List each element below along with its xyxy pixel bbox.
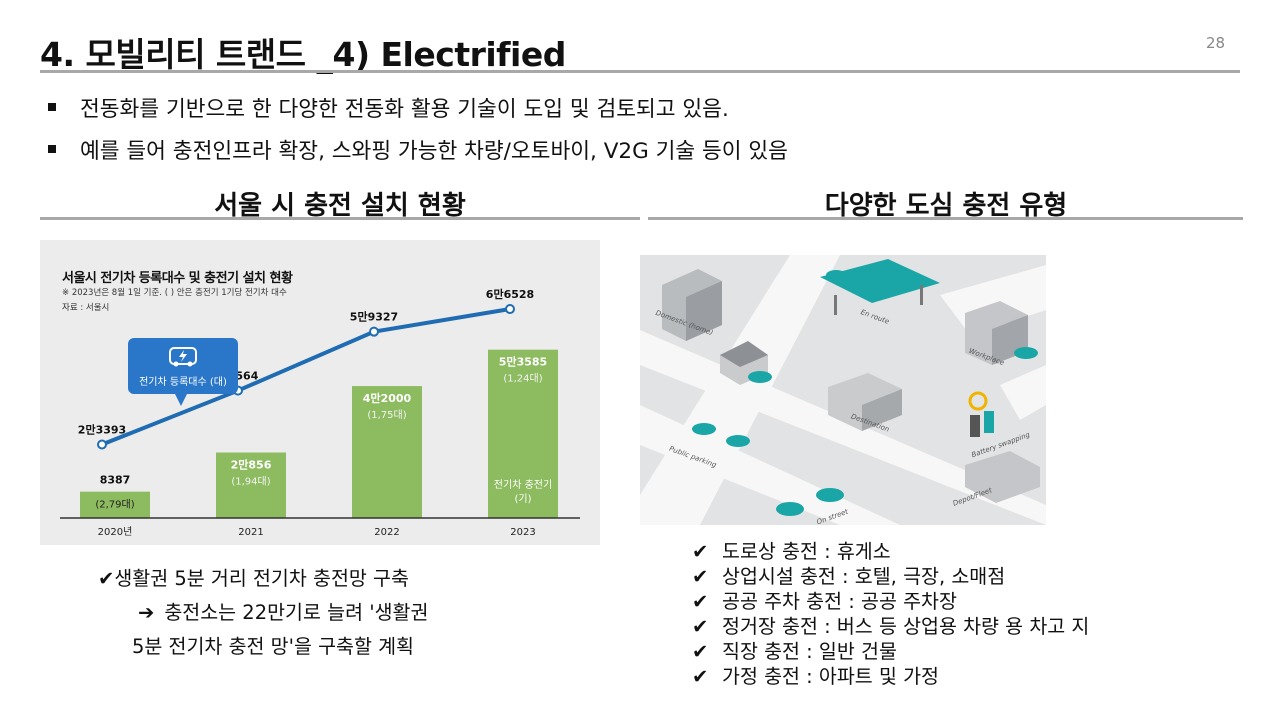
- bar-value-label: 5만3585: [499, 355, 547, 369]
- check-mark-icon: ✔: [692, 665, 709, 688]
- electric-car-icon: [169, 347, 197, 367]
- check-item-text: 정거장 충전 : 버스 등 상업용 차량 용 차고 지: [722, 615, 1090, 638]
- right-section-divider: [648, 217, 1243, 220]
- check-mark-icon: ✔: [692, 640, 709, 663]
- chart-bar: [352, 386, 422, 518]
- city-illustration-svg: [640, 255, 1046, 525]
- check-item-text: 생활권 5분 거리 전기차 충전망 구축: [114, 567, 409, 590]
- chart-bar: [488, 349, 558, 518]
- chart-title: 서울시 전기차 등록대수 및 충전기 설치 현황: [62, 271, 293, 286]
- check-list-item: ✔ 공공 주차 충전 : 공공 주차장: [692, 585, 1089, 613]
- check-mark-icon: ✔: [692, 615, 709, 638]
- bullet-item: 전동화를 기반으로 한 다양한 전동화 활용 기술이 도입 및 검토되고 있음.: [48, 92, 729, 123]
- bar-value-label: 4만2000: [363, 391, 412, 405]
- bar-series-label: 전기차 충전기: [494, 479, 552, 491]
- bullet-item: 예를 들어 충전인프라 확장, 스와핑 가능한 차량/오토바이, V2G 기술 …: [48, 134, 788, 165]
- bar-series-unit: (기): [514, 493, 531, 505]
- bar-ratio-label: (1,75대): [367, 409, 406, 421]
- chart-bar: [80, 491, 150, 518]
- line-value-label: 2만3393: [78, 423, 126, 437]
- line-callout-label: 전기차 등록대수 (대): [139, 376, 227, 388]
- chart-note: ※ 2023년은 8월 1일 기준. ( ) 안은 충전기 1기당 전기차 대수: [62, 288, 287, 298]
- left-summary: ✔생활권 5분 거리 전기차 충전망 구축 ➔ 충전소는 22만기로 늘려 '생활…: [98, 562, 428, 664]
- line-point: [97, 439, 107, 450]
- check-mark-icon: ✔: [692, 590, 709, 613]
- bar-ratio-label: (1,94대): [231, 475, 270, 487]
- square-bullet-icon: [48, 145, 56, 153]
- bullet-text: 예를 들어 충전인프라 확장, 스와핑 가능한 차량/오토바이, V2G 기술 …: [80, 139, 788, 164]
- charging-type-list: ✔ 도로상 충전 : 휴게소 ✔ 상업시설 충전 : 호텔, 극장, 소매점 ✔ 공공…: [692, 535, 1090, 688]
- check-list-item: ✔ 상업시설 충전 : 호텔, 극장, 소매점: [692, 560, 1089, 588]
- check-item-text: 도로상 충전 : 휴게소: [722, 540, 891, 563]
- line-point: [369, 326, 379, 337]
- line-series-path: [101, 307, 511, 447]
- bar-value-label: 2만856: [231, 457, 272, 471]
- check-mark-icon: ✔: [692, 565, 709, 588]
- chart-source: 자료 : 서울시: [62, 303, 110, 313]
- page-title: 4. 모빌리티 트랜드 _4) Electrified: [40, 35, 566, 74]
- check-item-text: 직장 충전 : 일반 건물: [722, 640, 897, 663]
- check-item-text: 가정 충전 : 아파트 및 가정: [722, 665, 939, 688]
- arrow-line: ➔ 충전소는 22만기로 늘려 '생활권: [98, 596, 428, 630]
- line-callout-box: [128, 338, 238, 394]
- title-divider: [40, 70, 1240, 73]
- arrow-right-icon: ➔: [138, 601, 155, 624]
- check-list-item: ✔ 가정 충전 : 아파트 및 가정: [692, 660, 1089, 688]
- chart-bar: [216, 452, 286, 518]
- check-item-text: 상업시설 충전 : 호텔, 극장, 소매점: [722, 565, 1006, 588]
- check-item-text: 공공 주차 충전 : 공공 주차장: [722, 590, 957, 613]
- chart-canvas: 8387 (2,79대) 2만856 (1,94대) 4만2000 (1,75대) 5만35…: [60, 287, 580, 538]
- check-list-item: ✔ 정거장 충전 : 버스 등 상업용 차량 용 차고 지: [692, 610, 1090, 638]
- right-section-title: 다양한 도심 충전 유형: [824, 191, 1068, 221]
- check-list-item: ✔ 직장 충전 : 일반 건물: [692, 635, 1089, 663]
- callout-pointer: [175, 394, 187, 406]
- x-tick-label: 2020년: [98, 526, 133, 538]
- bar-ratio-label: (2,79대): [95, 499, 134, 511]
- bullet-text: 전동화를 기반으로 한 다양한 전동화 활용 기술이 도입 및 검토되고 있음.: [80, 97, 729, 122]
- check-mark-icon: ✔: [98, 567, 115, 590]
- bar-value-label: 8387: [100, 474, 131, 487]
- check-mark-icon: ✔: [692, 540, 709, 563]
- bar-ratio-label: (1,24대): [503, 373, 542, 385]
- arrow-line-continued: 5분 전기차 충전 망'을 구축할 계획: [132, 635, 414, 658]
- arrow-text: 충전소는 22만기로 늘려 '생활권: [164, 601, 429, 624]
- left-section-title: 서울 시 충전 설치 현황: [214, 191, 466, 221]
- line-value-label: 6만6528: [486, 287, 534, 301]
- left-section-divider: [40, 217, 640, 220]
- check-list-item: ✔ 도로상 충전 : 휴게소: [692, 535, 1089, 563]
- line-point: [505, 304, 515, 315]
- page-number: 28: [1206, 34, 1226, 52]
- x-tick-label: 2021: [238, 527, 263, 538]
- x-tick-label: 2023: [510, 527, 535, 538]
- square-bullet-icon: [48, 103, 56, 111]
- x-tick-label: 2022: [374, 527, 399, 538]
- check-list-item: ✔생활권 5분 거리 전기차 충전망 구축: [98, 562, 428, 596]
- urban-charging-illustration: Domestic (home) En route Workplace Desti…: [640, 255, 1046, 525]
- line-value-label: 5만9327: [350, 310, 398, 324]
- chart-panel: 8387 (2,79대) 2만856 (1,94대) 4만2000 (1,75대) 5만35…: [40, 240, 600, 545]
